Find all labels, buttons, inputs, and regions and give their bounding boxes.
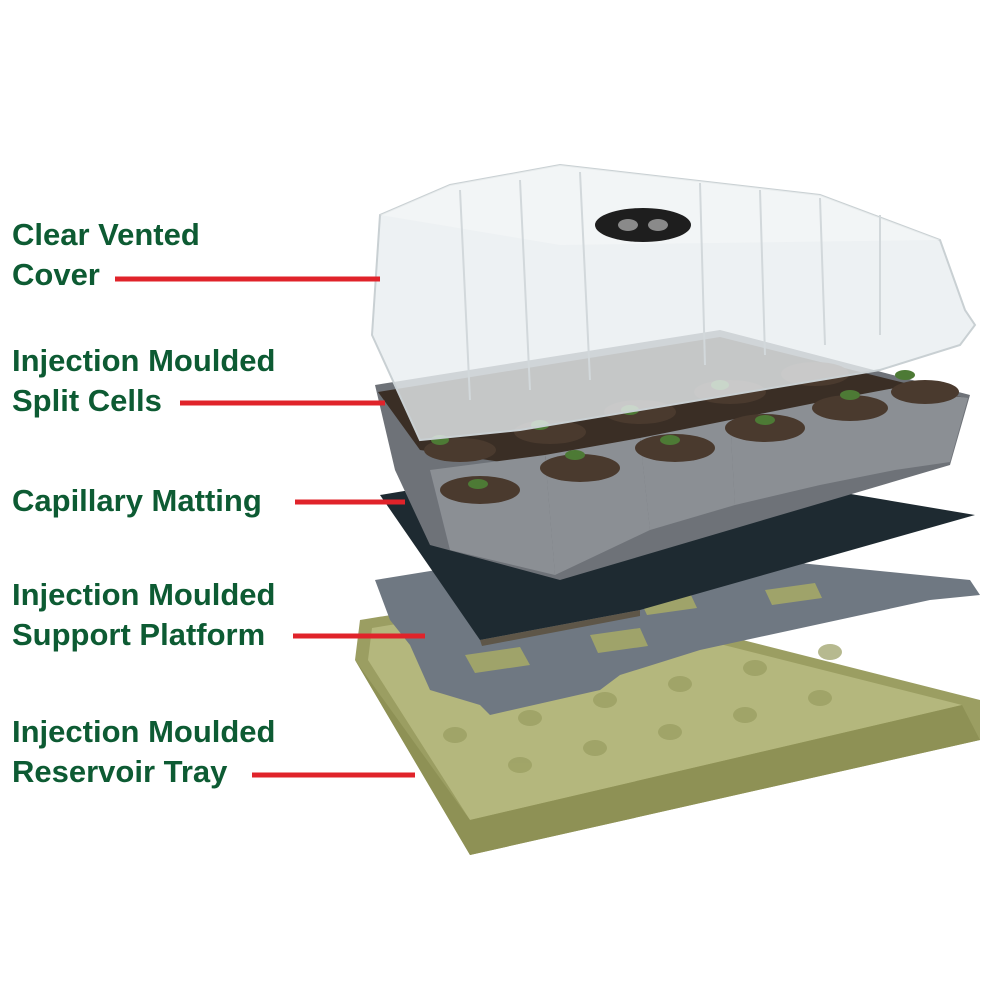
- clear-vented-cover: [370, 163, 977, 442]
- label-split-cells: Injection Moulded Split Cells: [12, 341, 276, 421]
- label-clear-vented-cover: Clear Vented Cover: [12, 215, 200, 295]
- label-line: Reservoir Tray: [12, 754, 228, 789]
- label-line: Cover: [12, 257, 100, 292]
- label-line: Capillary Matting: [12, 483, 262, 518]
- cover-vent: [595, 208, 691, 242]
- label-line: Split Cells: [12, 383, 162, 418]
- label-support-platform: Injection Moulded Support Platform: [12, 575, 276, 655]
- label-reservoir-tray: Injection Moulded Reservoir Tray: [12, 712, 276, 792]
- label-line: Support Platform: [12, 617, 266, 652]
- label-line: Injection Moulded: [12, 577, 276, 612]
- label-line: Injection Moulded: [12, 714, 276, 749]
- label-capillary-matting: Capillary Matting: [12, 481, 262, 521]
- label-line: Clear Vented: [12, 217, 200, 252]
- label-line: Injection Moulded: [12, 343, 276, 378]
- leader-lines: [115, 276, 425, 778]
